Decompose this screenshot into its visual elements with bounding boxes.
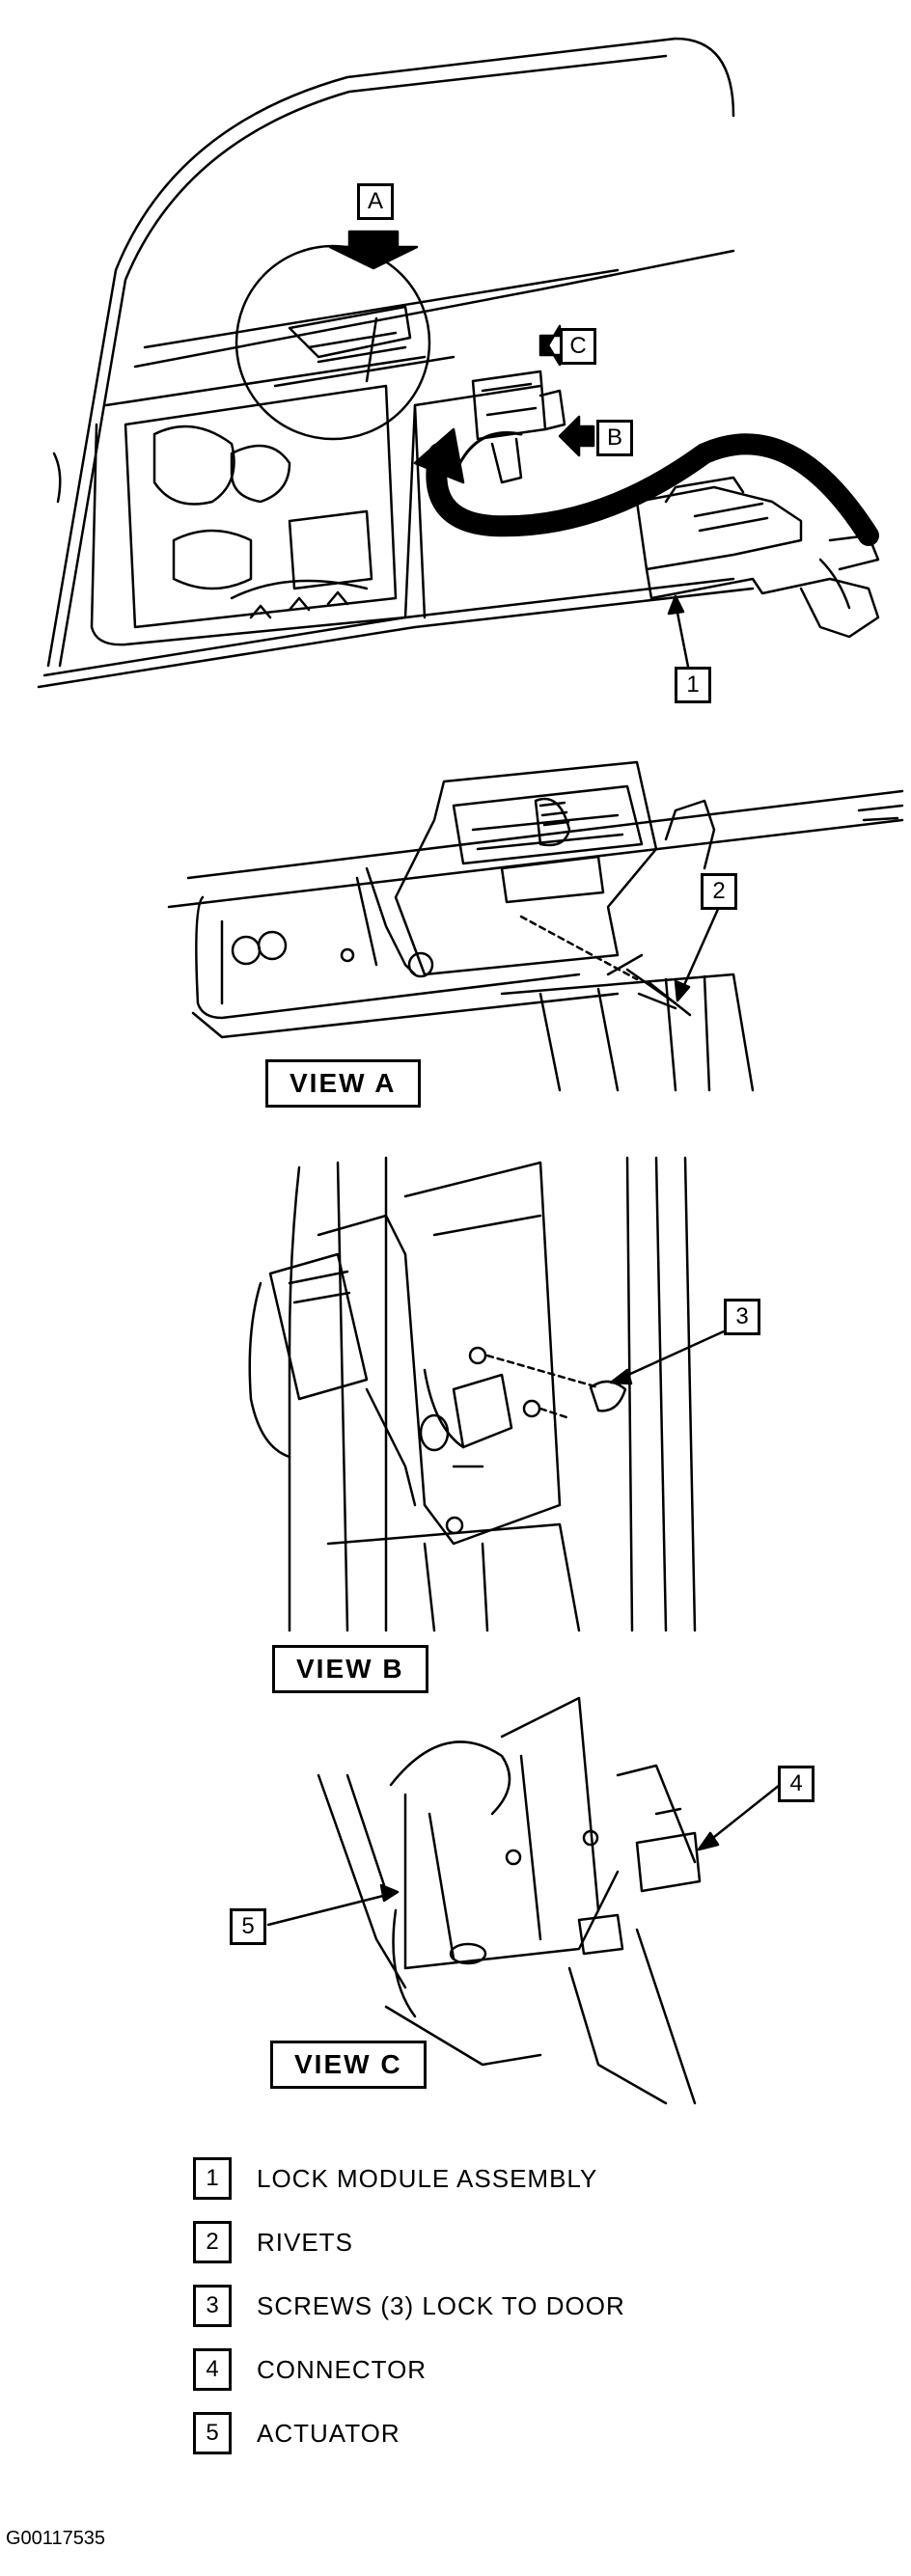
arrow-label-b: B xyxy=(596,420,633,456)
legend-row: 5 ACTUATOR xyxy=(193,2412,400,2454)
view-c-label: VIEW C xyxy=(270,2041,427,2089)
legend-number: 1 xyxy=(193,2157,232,2200)
legend-number: 3 xyxy=(193,2285,232,2327)
view-c-drawing xyxy=(317,1696,702,2105)
legend-row: 4 CONNECTOR xyxy=(193,2348,427,2391)
leader-5 xyxy=(266,1892,393,1927)
figure-id: G00117535 xyxy=(6,2528,106,2549)
view-a-drawing xyxy=(167,760,904,1092)
arrow-label-c: C xyxy=(560,328,596,365)
legend-number: 2 xyxy=(193,2221,232,2263)
leader-3 xyxy=(616,1329,726,1382)
arrow-c-pointer xyxy=(538,324,562,367)
relocation-arrow-head xyxy=(413,427,465,484)
door-overview-drawing xyxy=(37,37,880,689)
arrow-label-a: A xyxy=(357,183,394,220)
view-a-label: VIEW A xyxy=(265,1059,421,1108)
legend-text: SCREWS (3) LOCK TO DOOR xyxy=(257,2290,625,2320)
view-b-drawing xyxy=(248,1156,697,1632)
legend-row: 1 LOCK MODULE ASSEMBLY xyxy=(193,2157,597,2200)
callout-4: 4 xyxy=(778,1766,814,1802)
callout-2: 2 xyxy=(701,873,737,910)
leader-4 xyxy=(703,1783,782,1847)
legend-number: 5 xyxy=(193,2412,232,2454)
arrow-b-pointer xyxy=(558,415,595,457)
legend-row: 2 RIVETS xyxy=(193,2221,353,2263)
leader-2 xyxy=(678,905,721,996)
callout-5: 5 xyxy=(230,1908,266,1945)
legend-number: 4 xyxy=(193,2348,232,2391)
arrow-a-pointer xyxy=(328,230,419,270)
callout-1: 1 xyxy=(675,667,711,703)
callout-3: 3 xyxy=(724,1299,760,1335)
view-b-label: VIEW B xyxy=(272,1645,428,1693)
legend-row: 3 SCREWS (3) LOCK TO DOOR xyxy=(193,2285,625,2327)
legend-text: RIVETS xyxy=(257,2227,353,2257)
legend-text: LOCK MODULE ASSEMBLY xyxy=(257,2163,598,2193)
legend-text: ACTUATOR xyxy=(257,2418,400,2448)
legend-text: CONNECTOR xyxy=(257,2354,428,2384)
relocation-arrow xyxy=(426,433,879,546)
